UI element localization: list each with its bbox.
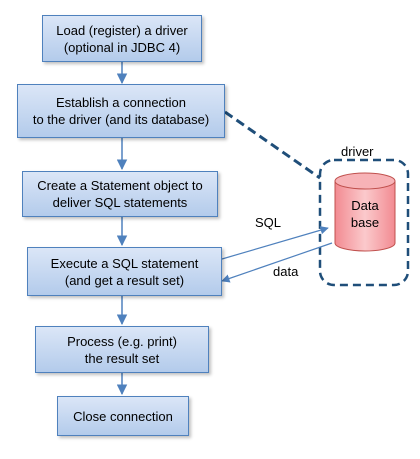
sql-arrow (221, 226, 329, 260)
driver-label: driver (341, 144, 374, 159)
step-create-statement: Create a Statement object to deliver SQL… (22, 171, 218, 217)
step-process-results: Process (e.g. print) the result set (35, 326, 209, 373)
sql-label: SQL (255, 215, 282, 230)
step-label: Close connection (73, 408, 173, 424)
step-label: Process (e.g. print) the result set (67, 333, 177, 366)
step-close-connection: Close connection (57, 396, 189, 436)
driver-boundary (318, 158, 410, 287)
step-execute-sql: Execute a SQL statement (and get a resul… (27, 247, 222, 296)
step-label: Create a Statement object to deliver SQL… (37, 178, 203, 210)
data-label: data (273, 264, 299, 279)
driver-connection-line (224, 110, 321, 180)
step-label: Load (register) a driver (optional in JD… (56, 22, 188, 55)
step-label: Establish a connection to the driver (an… (32, 95, 210, 127)
step-establish-connection: Establish a connection to the driver (an… (17, 84, 225, 138)
database-cylinder-icon (334, 172, 396, 252)
data-arrow (221, 242, 333, 283)
step-load-driver: Load (register) a driver (optional in JD… (42, 15, 202, 62)
database-label: Data base (350, 198, 380, 230)
step-label: Execute a SQL statement (and get a resul… (50, 255, 199, 288)
